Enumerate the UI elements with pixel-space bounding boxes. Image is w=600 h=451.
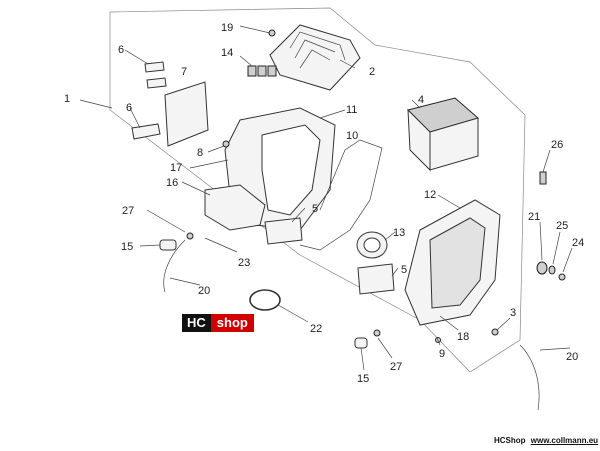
callout-4: 4 [418,94,424,106]
callout-5-left: 5 [312,203,318,215]
callout-22: 22 [310,323,322,335]
callout-12: 12 [424,189,436,201]
footer-credit: HCShop www.collmann.eu [494,436,598,445]
part-wire [299,139,383,251]
part-filter-right [357,263,395,295]
footer-url[interactable]: www.collmann.eu [530,436,599,445]
callout-21: 21 [528,211,540,223]
callout-16: 16 [166,177,178,189]
part-clips [247,65,277,77]
callout-24: 24 [572,237,584,249]
callout-25: 25 [556,220,568,232]
callout-5-right: 5 [401,264,407,276]
logo-shop: shop [210,314,254,332]
footer-brand: HCShop [494,436,526,445]
callout-3: 3 [510,307,516,319]
part-air-filter [407,97,480,172]
callout-2: 2 [369,66,375,78]
part-clamp [249,289,281,311]
callout-13: 13 [393,227,405,239]
callout-23: 23 [238,257,250,269]
callout-27-right: 27 [390,361,402,373]
part-small-fittings [186,140,566,343]
part-foam-pads [131,61,209,147]
callout-18: 18 [457,331,469,343]
callout-labels: 19 2 6 14 7 1 6 4 11 10 8 17 16 26 5 12 … [64,22,584,385]
callout-11: 11 [346,104,357,116]
part-bracket [204,184,266,231]
callout-7: 7 [181,66,187,78]
callout-20-right: 20 [566,351,578,363]
callout-14: 14 [221,47,233,59]
logo-hc: HC [182,314,211,332]
callout-27-left: 27 [122,205,134,217]
part-hose-right [354,337,540,411]
callout-26: 26 [551,139,563,151]
callout-17: 17 [170,162,182,174]
callout-8: 8 [197,147,203,159]
part-filter-left [264,217,303,245]
callout-6-mid: 6 [126,102,132,114]
part-airbox-cover [269,24,361,91]
callout-10: 10 [346,130,358,142]
callout-1: 1 [64,93,70,105]
callout-19: 19 [221,22,233,34]
callout-15-left: 15 [121,241,133,253]
callout-9: 9 [439,348,445,360]
part-lower-airbox [404,199,501,326]
leader-lines [79,25,573,371]
callout-6-top: 6 [118,44,124,56]
hcshop-logo: HC shop [182,314,254,332]
callout-20-left: 20 [198,285,210,297]
part-hose-left [159,239,186,293]
callout-15-right: 15 [357,373,369,385]
part-rubber-ring [356,231,388,259]
